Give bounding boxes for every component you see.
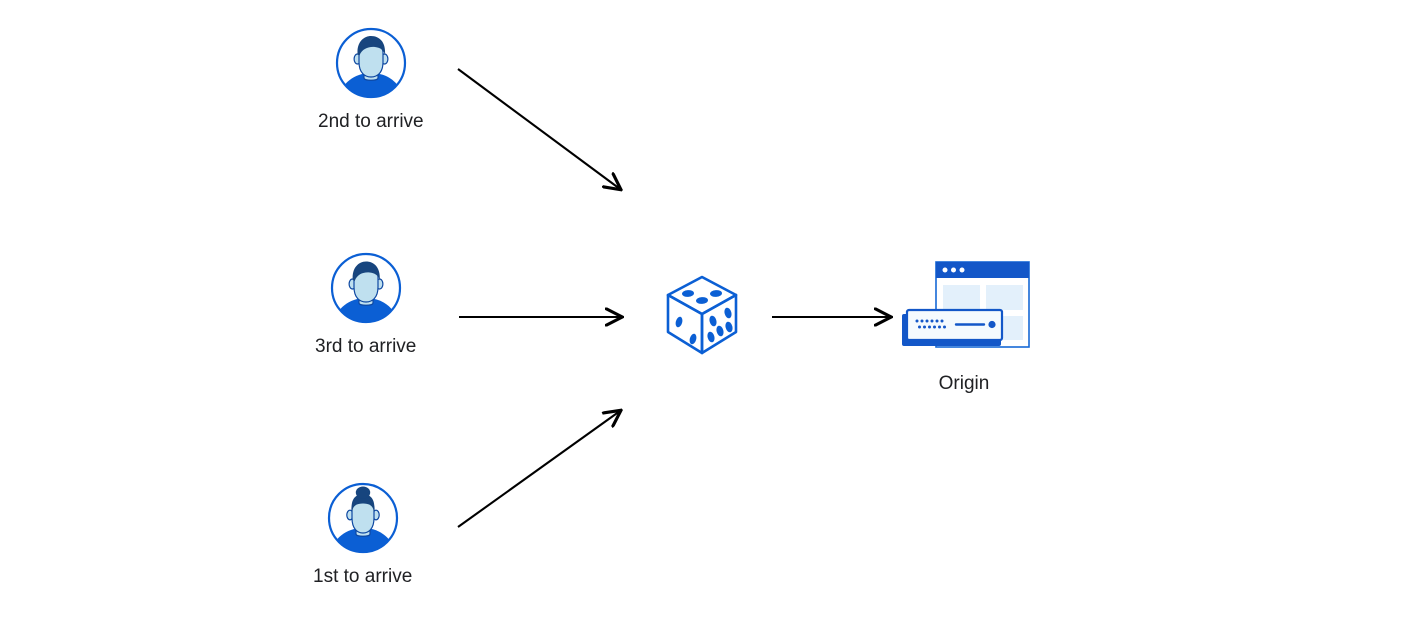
node-origin: Origin bbox=[898, 258, 1030, 397]
node-label-user-3rd: 3rd to arrive bbox=[315, 336, 417, 357]
node-user-1st: 1st to arrive bbox=[313, 481, 412, 590]
node-user-2nd: 2nd to arrive bbox=[318, 26, 424, 135]
dice-cube-icon bbox=[656, 269, 748, 361]
node-user-3rd: 3rd to arrive bbox=[315, 251, 416, 360]
user-avatar-icon bbox=[329, 251, 403, 325]
origin-server-icon bbox=[898, 258, 1030, 358]
node-label-origin: Origin bbox=[938, 373, 990, 394]
node-label-user-1st: 1st to arrive bbox=[313, 566, 413, 587]
node-dice bbox=[656, 269, 748, 361]
user-avatar-icon bbox=[326, 481, 400, 555]
arrow-2nd-to-dice bbox=[457, 68, 620, 189]
arrow-1st-to-dice bbox=[457, 411, 620, 528]
server-device-graphic bbox=[902, 308, 1004, 346]
user-avatar-icon bbox=[334, 26, 408, 100]
node-label-user-2nd: 2nd to arrive bbox=[318, 111, 424, 132]
